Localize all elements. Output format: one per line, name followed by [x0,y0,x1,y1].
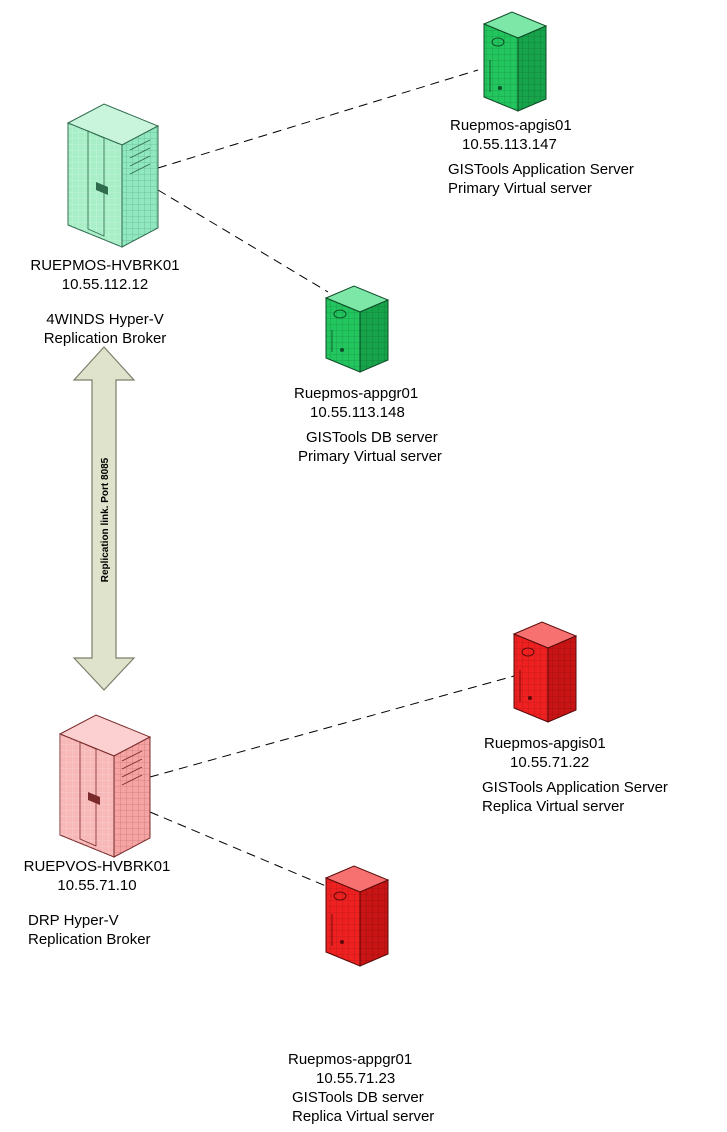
primary-broker-label: RUEPMOS-HVBRK01 10.55.112.12 4WINDS Hype… [10,256,200,348]
primary-app-server-desc2: Primary Virtual server [448,180,592,197]
primary-app-server-ip: 10.55.113.147 [462,136,557,153]
replica-db-server-desc2: Replica Virtual server [292,1108,435,1125]
replica-db-server-name: Ruepmos-appgr01 [288,1051,413,1068]
primary-db-server-name: Ruepmos-appgr01 [294,385,419,402]
replica-broker-server-icon [58,714,152,858]
link-primary-broker-to-app [157,69,479,169]
replica-db-server-desc1: GISTools DB server [292,1089,424,1106]
replica-broker-label: RUEPVOS-HVBRK01 10.55.71.10 DRP Hyper-V … [2,857,192,949]
replication-link-arrow: Replication link. Port 8085 [72,346,136,691]
primary-db-server-ip: 10.55.113.148 [310,404,405,421]
primary-broker-desc2: Replication Broker [43,330,167,347]
replica-app-server-icon [512,621,578,723]
link-replica-broker-to-db [149,811,341,893]
primary-db-server-desc2: Primary Virtual server [298,448,442,465]
primary-app-server-name: Ruepmos-apgis01 [450,117,572,134]
primary-db-server-icon [324,285,390,373]
primary-app-server-desc1: GISTools Application Server [448,161,634,178]
replica-app-server-desc2: Replica Virtual server [482,798,625,815]
primary-db-server-label: Ruepmos-appgr01 10.55.113.148 GISTools D… [270,384,470,466]
replica-broker-desc2: Replication Broker [28,931,151,948]
link-primary-broker-to-db [157,189,329,293]
replica-db-server-label: Ruepmos-appgr01 10.55.71.23 GISTools DB … [272,1050,472,1126]
replica-broker-desc1: DRP Hyper-V [28,912,119,929]
replica-app-server-ip: 10.55.71.22 [510,754,590,771]
replication-link-label: Replication link. Port 8085 [100,457,111,582]
primary-broker-server-icon [66,103,160,248]
primary-db-server-desc1: GISTools DB server [306,429,438,446]
primary-app-server-icon [482,11,548,112]
link-replica-broker-to-app [149,675,515,778]
replica-db-server-ip: 10.55.71.23 [316,1070,396,1087]
replica-broker-ip: 10.55.71.10 [57,877,137,894]
primary-broker-name: RUEPMOS-HVBRK01 [30,257,180,274]
primary-broker-ip: 10.55.112.12 [61,276,149,293]
replica-db-server-icon [324,865,390,967]
replica-app-server-desc1: GISTools Application Server [482,779,668,796]
replica-app-server-name: Ruepmos-apgis01 [484,735,606,752]
replica-broker-name: RUEPVOS-HVBRK01 [23,858,171,875]
primary-broker-desc1: 4WINDS Hyper-V [46,311,164,328]
replica-app-server-label: Ruepmos-apgis01 10.55.71.22 GISTools App… [476,734,716,816]
primary-app-server-label: Ruepmos-apgis01 10.55.113.147 GISTools A… [440,116,680,198]
